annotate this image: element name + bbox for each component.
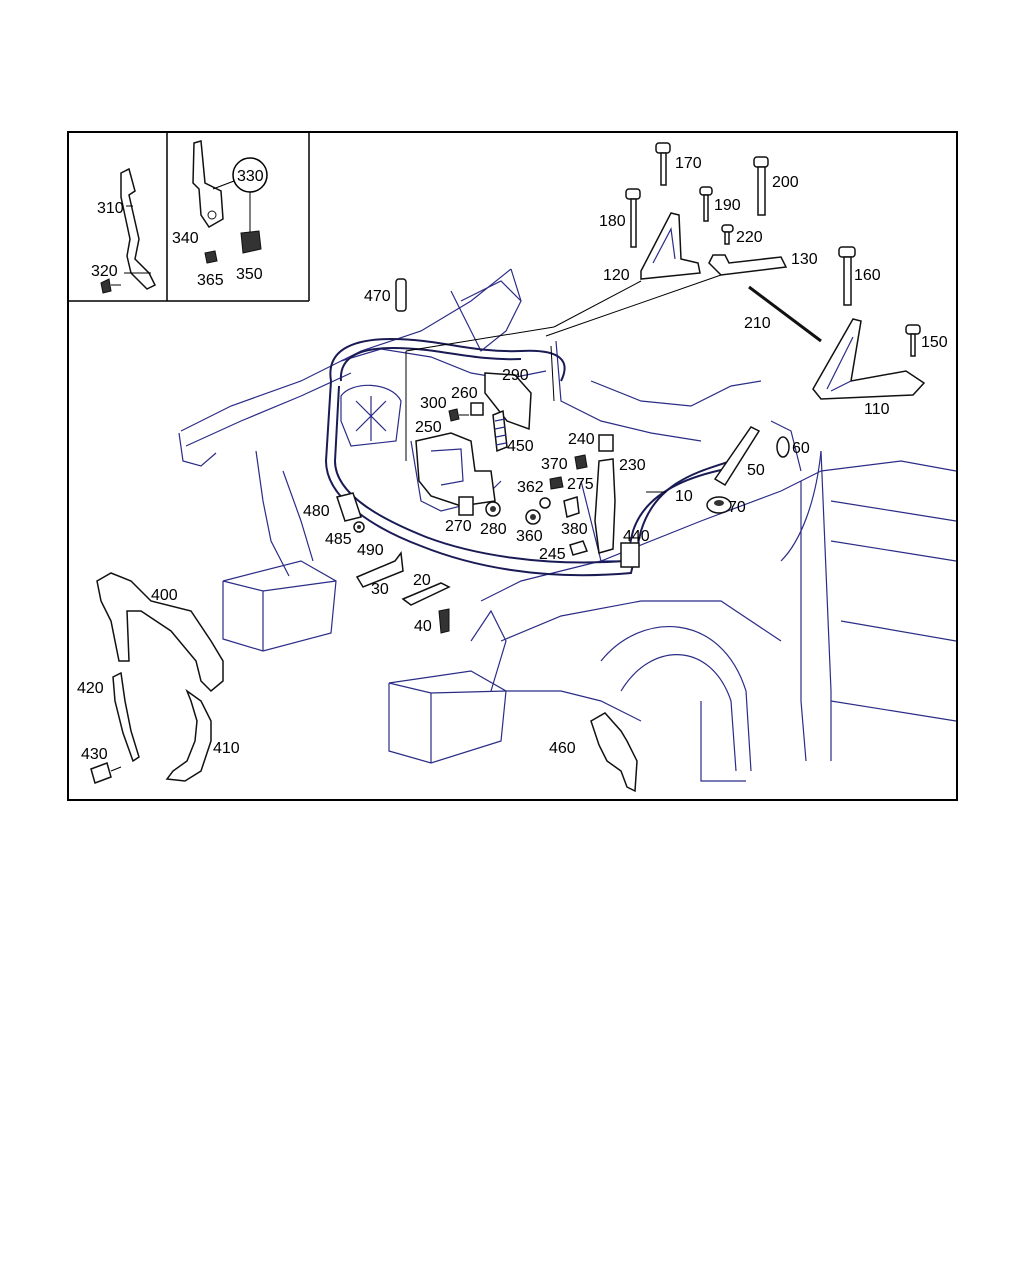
callout-450: 450 [507, 438, 534, 455]
callout-485: 485 [325, 531, 352, 548]
callout-160: 160 [854, 267, 881, 284]
callout-10: 10 [675, 488, 693, 505]
callout-310: 310 [97, 200, 124, 217]
callout-200: 200 [772, 174, 799, 191]
callout-150: 150 [921, 334, 948, 351]
inset-bracket-330 [192, 140, 268, 264]
callout-50: 50 [747, 462, 765, 479]
callout-270: 270 [445, 518, 472, 535]
callout-260: 260 [451, 385, 478, 402]
callout-60: 60 [792, 440, 810, 457]
callout-250: 250 [415, 419, 442, 436]
part-number-labels: 10 20 30 40 50 60 70 110 120 130 150 160… [77, 155, 948, 763]
callout-380: 380 [561, 521, 588, 538]
callout-70: 70 [728, 499, 746, 516]
callout-275: 275 [567, 476, 594, 493]
callout-210: 210 [744, 315, 771, 332]
callout-290: 290 [502, 367, 529, 384]
callout-320: 320 [91, 263, 118, 280]
callout-410: 410 [213, 740, 240, 757]
callout-30: 30 [371, 581, 389, 598]
hinge-assembly-right [405, 142, 926, 461]
callout-360: 360 [516, 528, 543, 545]
callout-110: 110 [864, 401, 890, 418]
pin-470 [395, 278, 407, 312]
callout-245: 245 [539, 546, 566, 563]
exploded-parts-diagram: 10 20 30 40 50 60 70 110 120 130 150 160… [69, 133, 956, 793]
center-small-parts [336, 372, 790, 634]
wheel-liner-460 [590, 712, 638, 793]
callout-420: 420 [77, 680, 104, 697]
callout-240: 240 [568, 431, 595, 448]
wheel-liner-parts-left [90, 572, 224, 784]
callout-330: 330 [237, 168, 264, 185]
callout-170: 170 [675, 155, 702, 172]
callout-430: 430 [81, 746, 108, 763]
callout-440: 440 [623, 528, 650, 545]
callout-400: 400 [151, 587, 178, 604]
callout-280: 280 [480, 521, 507, 538]
inset-bracket-310 [100, 167, 157, 294]
callout-40: 40 [414, 618, 432, 635]
callout-362: 362 [517, 479, 544, 496]
callout-370: 370 [541, 456, 568, 473]
callout-340: 340 [172, 230, 199, 247]
callout-190: 190 [714, 197, 741, 214]
callout-460: 460 [549, 740, 576, 757]
callout-490: 490 [357, 542, 384, 559]
callout-350: 350 [236, 266, 263, 283]
diagram-frame: 10 20 30 40 50 60 70 110 120 130 150 160… [67, 131, 958, 801]
callout-470: 470 [364, 288, 391, 305]
callout-480: 480 [303, 503, 330, 520]
callout-180: 180 [599, 213, 626, 230]
callout-365: 365 [197, 272, 224, 289]
callout-300: 300 [420, 395, 447, 412]
callout-130: 130 [791, 251, 818, 268]
inset-boxes [69, 133, 310, 302]
callout-120: 120 [603, 267, 630, 284]
callout-230: 230 [619, 457, 646, 474]
callout-20: 20 [413, 572, 431, 589]
callout-220: 220 [736, 229, 763, 246]
